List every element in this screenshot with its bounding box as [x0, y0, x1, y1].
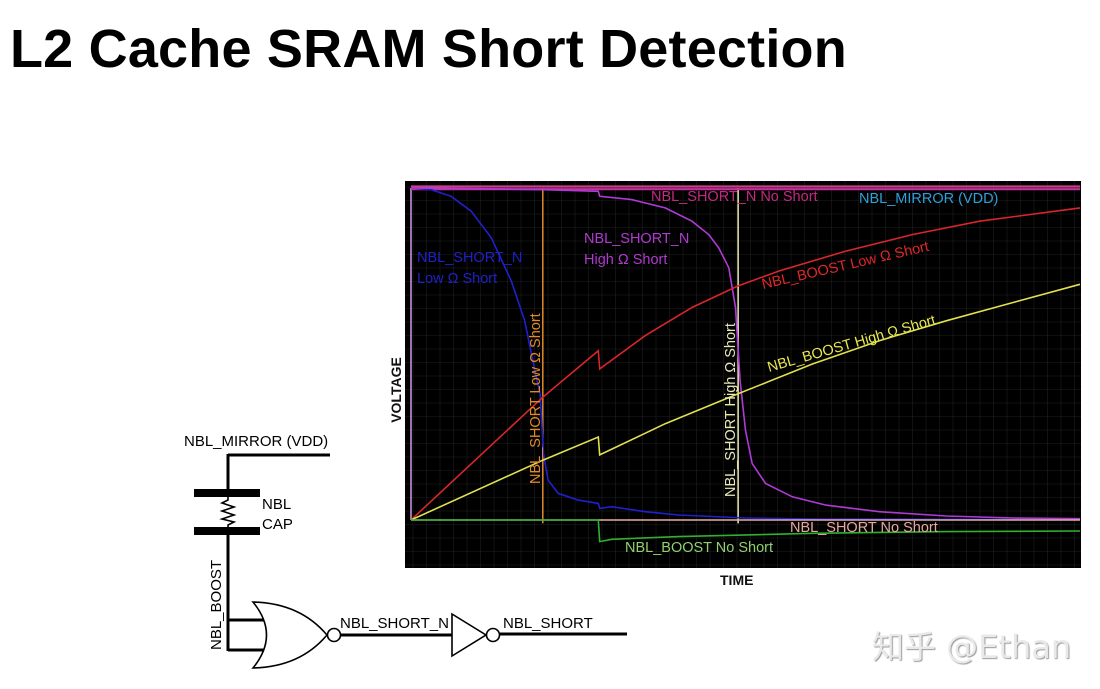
series-line	[410, 207, 1081, 521]
annotation-short-n-low-2: Low Ω Short	[417, 271, 497, 287]
annotation-short-n-no-short: NBL_SHORT_N No Short	[651, 189, 818, 205]
label-mirror: NBL_MIRROR (VDD)	[184, 433, 328, 450]
annotation-short-n-high-1: NBL_SHORT_N	[584, 231, 689, 247]
series-line	[411, 519, 1081, 543]
cap-top-plate	[194, 489, 260, 497]
plot-area: NBL_SHORT_N No Short NBL_MIRROR (VDD) NB…	[405, 181, 1081, 568]
label-cap-2: CAP	[262, 516, 293, 533]
series-line	[410, 187, 1081, 521]
series-line	[410, 187, 1081, 520]
annotation-short-no-short: NBL_SHORT No Short	[790, 520, 938, 536]
nor-bubble-icon	[326, 627, 342, 643]
watermark: 知乎 @Ethan	[872, 628, 1072, 666]
annotation-mirror-vdd: NBL_MIRROR (VDD)	[859, 191, 998, 207]
nor-gate-icon	[251, 601, 329, 669]
grid	[405, 181, 1081, 568]
circuit-schematic: NBL_MIRROR (VDD) NBL CAP NBL_BOOST NBL_S…	[184, 433, 627, 669]
annotation-short-n-low-1: NBL_SHORT_N	[417, 250, 522, 266]
annotation-short-n-high-2: High Ω Short	[584, 252, 667, 268]
annotation-marker-low: NBL_SHORT Low Ω Short	[528, 313, 544, 484]
label-short: NBL_SHORT	[503, 615, 593, 632]
inverter-gate-icon	[451, 612, 488, 658]
series-lines	[410, 185, 1081, 543]
inverter-bubble-icon	[485, 627, 501, 643]
annotation-boost-low: NBL_BOOST Low Ω Short	[760, 239, 930, 293]
annotation-boost-no-short: NBL_BOOST No Short	[625, 540, 773, 556]
cap-bottom-plate	[194, 527, 260, 535]
series-line	[410, 283, 1081, 521]
annotation-marker-high: NBL_SHORT High Ω Short	[723, 323, 739, 497]
x-axis-label: TIME	[720, 572, 754, 588]
label-cap-1: NBL	[262, 496, 291, 513]
label-short-n: NBL_SHORT_N	[340, 615, 449, 632]
resistor-icon	[219, 497, 237, 527]
page-title: L2 Cache SRAM Short Detection	[10, 19, 847, 79]
label-boost: NBL_BOOST	[208, 560, 225, 650]
waveform-chart: NBL_SHORT_N No Short NBL_MIRROR (VDD) NB…	[405, 181, 1081, 568]
